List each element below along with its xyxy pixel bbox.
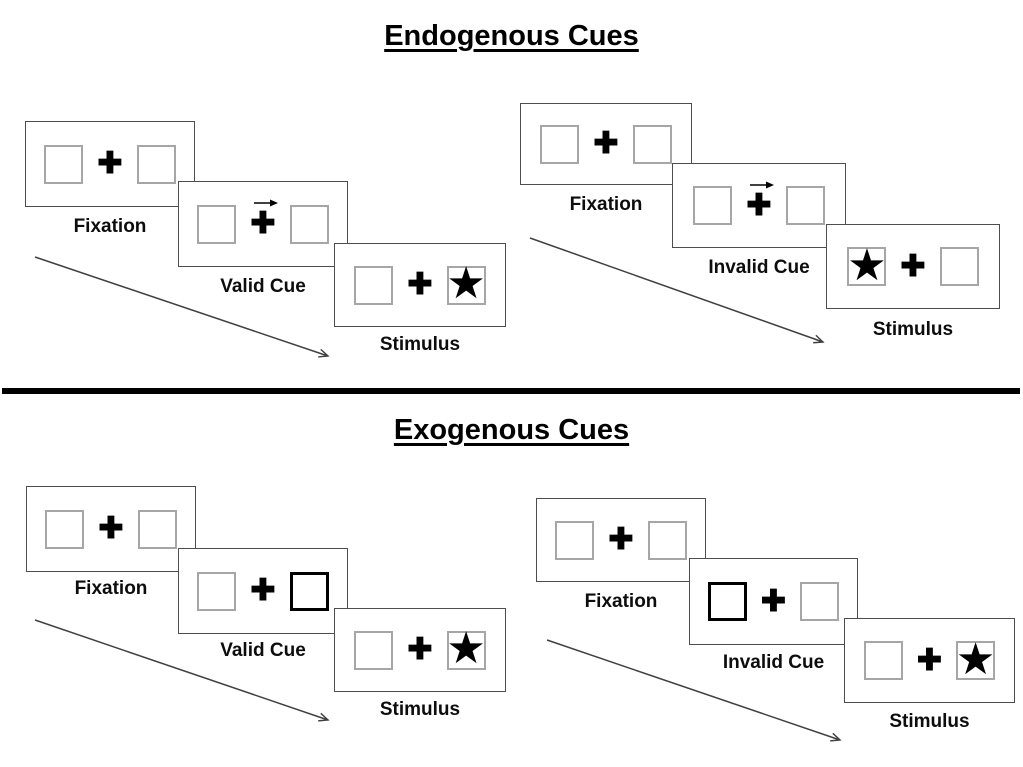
left-box bbox=[693, 186, 733, 225]
panel-label-valid-cue: Valid Cue bbox=[220, 276, 306, 297]
plus-icon: ✚ bbox=[593, 127, 619, 160]
left-box bbox=[44, 144, 84, 184]
fixation-cross: ✚ bbox=[746, 181, 774, 222]
panel-label-invalid-cue: Invalid Cue bbox=[708, 257, 810, 278]
fixation-cross: ✚ bbox=[250, 199, 278, 240]
right-box bbox=[136, 144, 176, 184]
panel-label-stimulus: Stimulus bbox=[379, 334, 461, 355]
plus-icon: ✚ bbox=[608, 523, 634, 556]
left-box bbox=[197, 571, 237, 611]
stimulus-panel: ★ ✚ bbox=[826, 224, 1000, 309]
right-box bbox=[939, 247, 979, 286]
plus-icon: ✚ bbox=[97, 147, 123, 180]
cue-arrow-icon bbox=[253, 199, 278, 207]
panel-label-stimulus: Stimulus bbox=[889, 711, 970, 732]
stimulus-panel: ✚ ★ bbox=[844, 618, 1015, 703]
right-box bbox=[289, 204, 329, 244]
fixation-cross: ✚ bbox=[760, 584, 787, 618]
right-box bbox=[647, 520, 687, 560]
panel-label-fixation: Fixation bbox=[73, 216, 147, 237]
left-box bbox=[540, 124, 580, 164]
plus-icon: ✚ bbox=[900, 249, 926, 283]
left-box star-box: ★ bbox=[847, 240, 887, 290]
plus-icon: ✚ bbox=[250, 207, 276, 240]
left-box cued-box bbox=[707, 582, 747, 621]
right-box star-box: ★ bbox=[955, 634, 996, 684]
left-box bbox=[354, 265, 394, 305]
right-box cued-box bbox=[289, 571, 329, 611]
cue-panel: ✚ bbox=[178, 181, 348, 267]
cue-arrow-icon bbox=[749, 181, 774, 188]
panel-label-stimulus: Stimulus bbox=[872, 319, 954, 340]
timeline-arrow-endogenous-valid bbox=[34, 256, 330, 358]
cue-panel: ✚ bbox=[178, 548, 348, 634]
fixation-cross: ✚ bbox=[97, 149, 122, 179]
stimulus-panel: ✚ ★ bbox=[334, 243, 506, 327]
fixation-cross: ✚ bbox=[407, 635, 432, 665]
fixation-cross: ✚ bbox=[900, 249, 926, 283]
plus-icon: ✚ bbox=[98, 512, 124, 545]
fixation-panel: ✚ bbox=[26, 486, 196, 572]
right-box star-box: ★ bbox=[446, 624, 486, 673]
cue-panel: ✚ bbox=[689, 558, 858, 645]
fixation-cross: ✚ bbox=[407, 270, 432, 300]
fixation-cross: ✚ bbox=[916, 643, 943, 677]
right-box bbox=[632, 124, 672, 164]
left-box bbox=[45, 509, 85, 549]
plus-icon: ✚ bbox=[760, 584, 787, 618]
panel-label-stimulus: Stimulus bbox=[379, 699, 461, 720]
right-box bbox=[137, 509, 177, 549]
left-box bbox=[197, 204, 237, 244]
right-box bbox=[785, 186, 825, 225]
section-title-exogenous: Exogenous Cues bbox=[393, 414, 630, 446]
panel-label-fixation: Fixation bbox=[74, 578, 148, 599]
plus-icon: ✚ bbox=[407, 268, 433, 301]
fixation-cross: ✚ bbox=[593, 129, 618, 159]
timeline-arrow-exogenous-valid bbox=[34, 619, 330, 722]
section-title-endogenous: Endogenous Cues bbox=[384, 20, 639, 52]
right-box bbox=[800, 582, 840, 621]
left-box bbox=[354, 630, 394, 670]
right-box star-box: ★ bbox=[446, 259, 486, 308]
fixation-panel: ✚ bbox=[520, 103, 692, 185]
fixation-panel: ✚ bbox=[536, 498, 706, 582]
cue-panel: ✚ bbox=[672, 163, 846, 248]
plus-icon: ✚ bbox=[407, 633, 433, 666]
left-box bbox=[555, 520, 595, 560]
section-divider bbox=[2, 388, 1020, 394]
panel-label-fixation: Fixation bbox=[569, 194, 643, 215]
panel-label-invalid-cue: Invalid Cue bbox=[722, 652, 825, 673]
fixation-cross: ✚ bbox=[98, 514, 123, 544]
panel-label-valid-cue: Valid Cue bbox=[220, 640, 306, 661]
fixation-cross: ✚ bbox=[250, 576, 275, 606]
plus-icon: ✚ bbox=[916, 643, 943, 677]
fixation-cross: ✚ bbox=[608, 525, 633, 555]
stimulus-panel: ✚ ★ bbox=[334, 608, 506, 692]
plus-icon: ✚ bbox=[746, 188, 772, 222]
timeline-arrow-endogenous-invalid bbox=[529, 237, 825, 344]
plus-icon: ✚ bbox=[250, 574, 276, 607]
fixation-panel: ✚ bbox=[25, 121, 195, 207]
left-box bbox=[863, 641, 903, 680]
panel-label-fixation: Fixation bbox=[584, 591, 658, 612]
